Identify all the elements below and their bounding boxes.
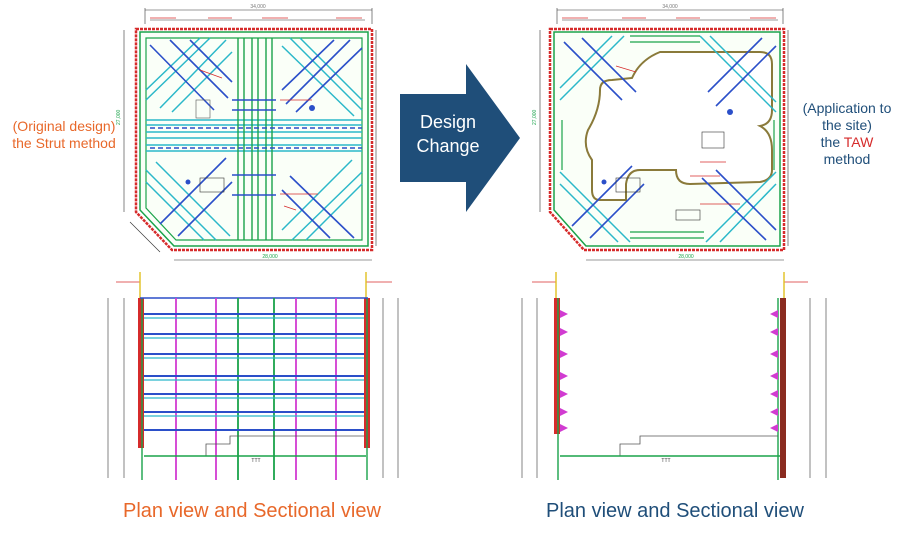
svg-text:27,000: 27,000 — [532, 109, 538, 125]
application-line3-prefix: the — [820, 134, 844, 150]
svg-text:TTT: TTT — [661, 458, 670, 464]
svg-text:34,000: 34,000 — [662, 4, 678, 10]
application-label: (Application to the site) the TAW method — [792, 100, 902, 168]
svg-text:28,000: 28,000 — [262, 254, 278, 260]
original-design-line1: (Original design) — [12, 118, 116, 134]
application-line1: (Application to — [802, 100, 892, 116]
taw-highlight: TAW — [843, 134, 874, 150]
arrow-line2: Change — [416, 136, 479, 156]
right-section-view: TTT — [521, 272, 827, 480]
arrow-line1: Design — [420, 112, 476, 132]
right-plan-view: 34,000 — [532, 4, 789, 261]
svg-text:34,000: 34,000 — [250, 4, 266, 10]
original-design-label: (Original design) the Strut method — [4, 118, 124, 152]
left-section-view: TTT — [107, 272, 399, 480]
svg-text:TTT: TTT — [251, 458, 260, 464]
application-line3: the TAW — [792, 134, 902, 151]
svg-text:27,000: 27,000 — [116, 109, 122, 125]
caption-left: Plan view and Sectional view — [123, 500, 381, 522]
design-change-arrow: Design Change — [400, 64, 520, 212]
svg-text:28,000: 28,000 — [678, 254, 694, 260]
left-plan-view: 34,000 — [116, 4, 377, 261]
caption-right: Plan view and Sectional view — [546, 500, 804, 522]
original-design-line2: the Strut method — [12, 135, 116, 151]
application-line4: method — [823, 151, 871, 167]
application-line2: the site) — [822, 117, 872, 133]
